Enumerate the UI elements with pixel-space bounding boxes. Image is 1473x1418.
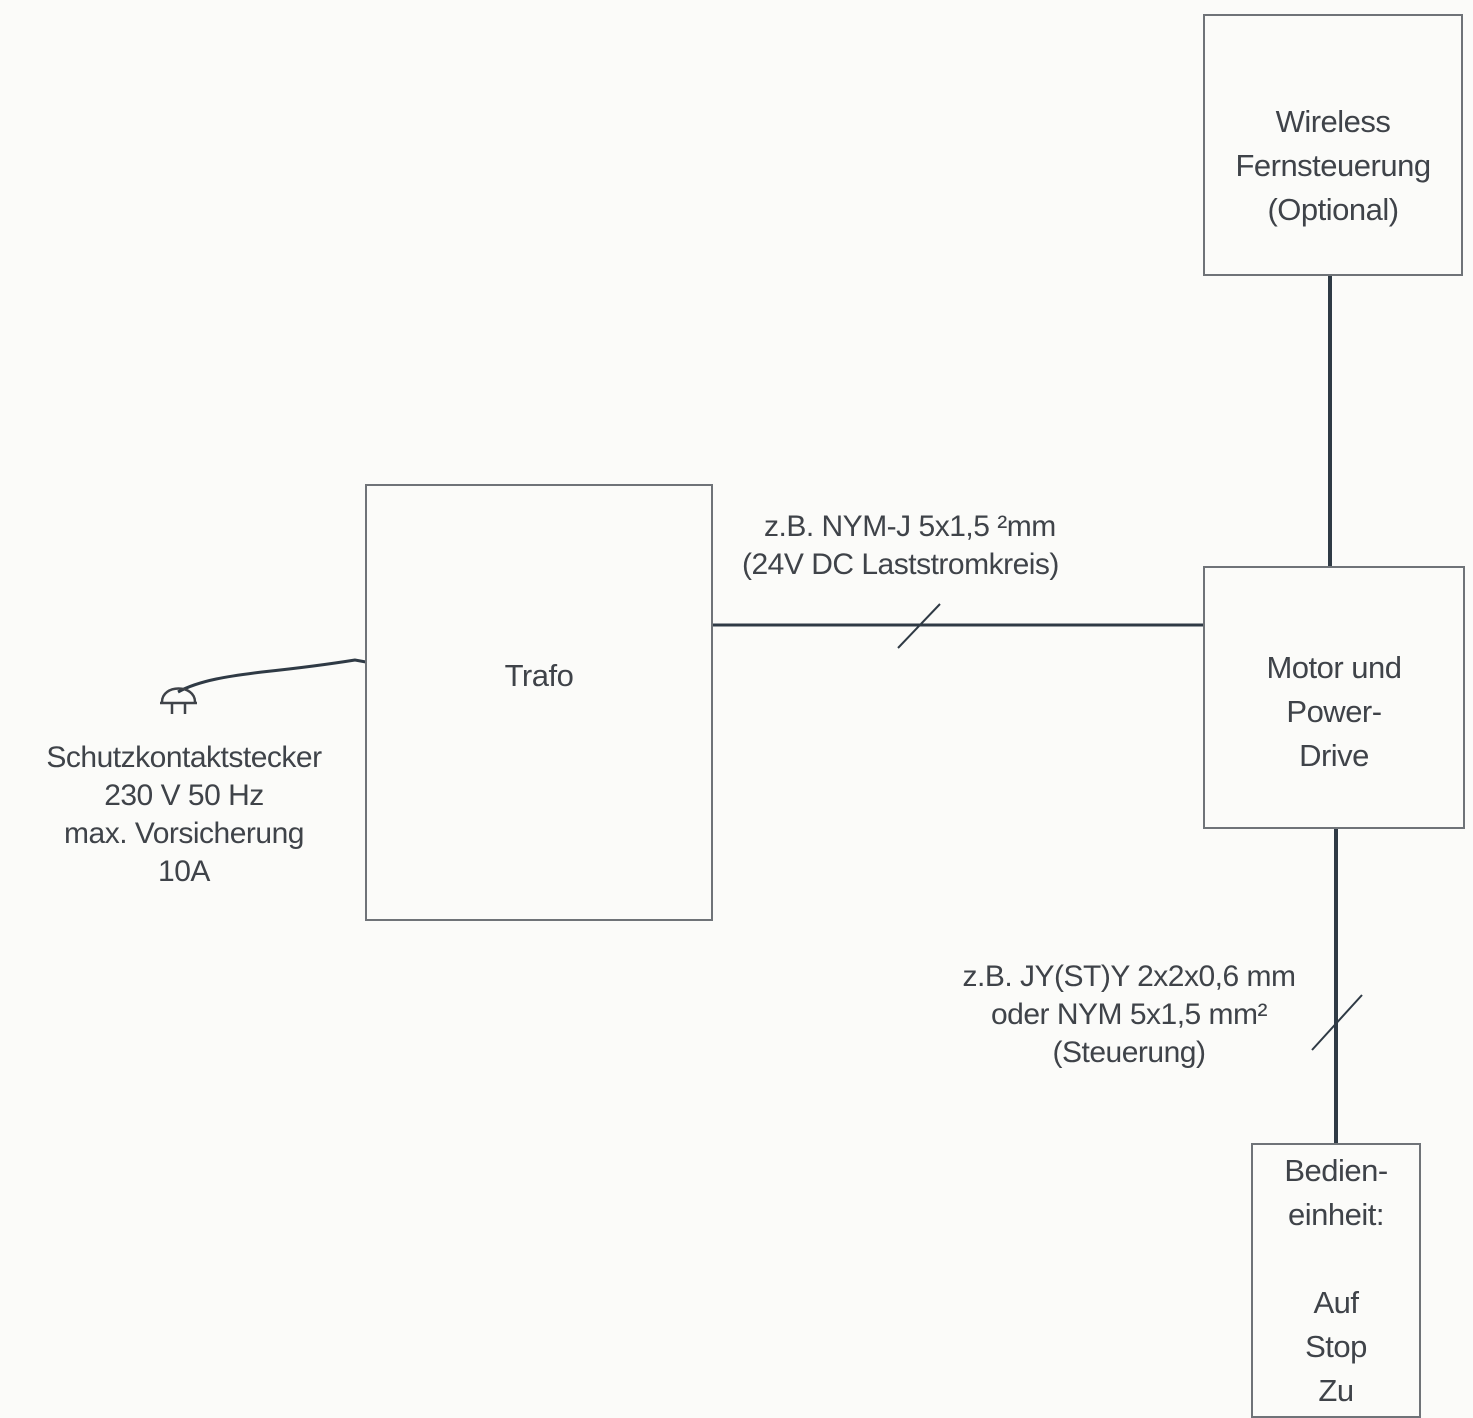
- plug-label-line-1: Schutzkontaktstecker: [46, 741, 322, 774]
- control-cable-line-3: (Steuerung): [1052, 1036, 1206, 1069]
- plug-label-line-2: 230 V 50 Hz: [104, 779, 264, 812]
- control-cable-label: z.B. JY(ST)Y 2x2x0,6 mm oder NYM 5x1,5 m…: [924, 958, 1334, 1072]
- motor-line-2: Power-: [1286, 694, 1382, 729]
- trafo-label: Trafo: [504, 658, 574, 693]
- motor-line-3: Drive: [1299, 738, 1369, 773]
- power-cable-line-2: (24V DC Laststromkreis): [742, 548, 1059, 581]
- control-cable-line-2: oder NYM 5x1,5 mm²: [990, 998, 1268, 1031]
- wireless-line-3: (Optional): [1267, 192, 1399, 227]
- control-line-4: Auf: [1313, 1285, 1359, 1320]
- control-line-6: Zu: [1318, 1373, 1354, 1408]
- motor-line-1: Motor und: [1266, 650, 1402, 685]
- power-cord: [177, 658, 367, 694]
- control-line-2: einheit:: [1288, 1197, 1384, 1232]
- motor-drive-block: Motor und Power- Drive: [1203, 566, 1465, 829]
- wireless-remote-block: Wireless Fernsteuerung (Optional): [1203, 14, 1463, 276]
- power-cable-hatch: [897, 603, 941, 649]
- power-cable-line-1: z.B. NYM-J 5x1,5 ²mm: [764, 510, 1056, 543]
- power-cable-label: z.B. NYM-J 5x1,5 ²mm (24V DC Laststromkr…: [742, 508, 1162, 584]
- plug-label-line-4: 10A: [158, 855, 210, 888]
- plug-label: Schutzkontaktstecker 230 V 50 Hz max. Vo…: [6, 739, 362, 891]
- plug-label-line-3: max. Vorsicherung: [64, 817, 304, 850]
- control-line-3: [1253, 1237, 1419, 1281]
- control-cable-hatch: [1311, 994, 1363, 1051]
- control-line-5: Stop: [1305, 1329, 1367, 1364]
- control-panel-block: Bedien- einheit: Auf Stop Zu: [1251, 1143, 1421, 1418]
- wireless-line-1: Wireless: [1275, 104, 1391, 139]
- trafo-block: Trafo: [365, 484, 713, 921]
- control-line-1: Bedien-: [1284, 1153, 1388, 1188]
- plug-icon: [160, 687, 197, 714]
- wireless-line-2: Fernsteuerung: [1235, 148, 1431, 183]
- control-cable-line-1: z.B. JY(ST)Y 2x2x0,6 mm: [962, 960, 1296, 993]
